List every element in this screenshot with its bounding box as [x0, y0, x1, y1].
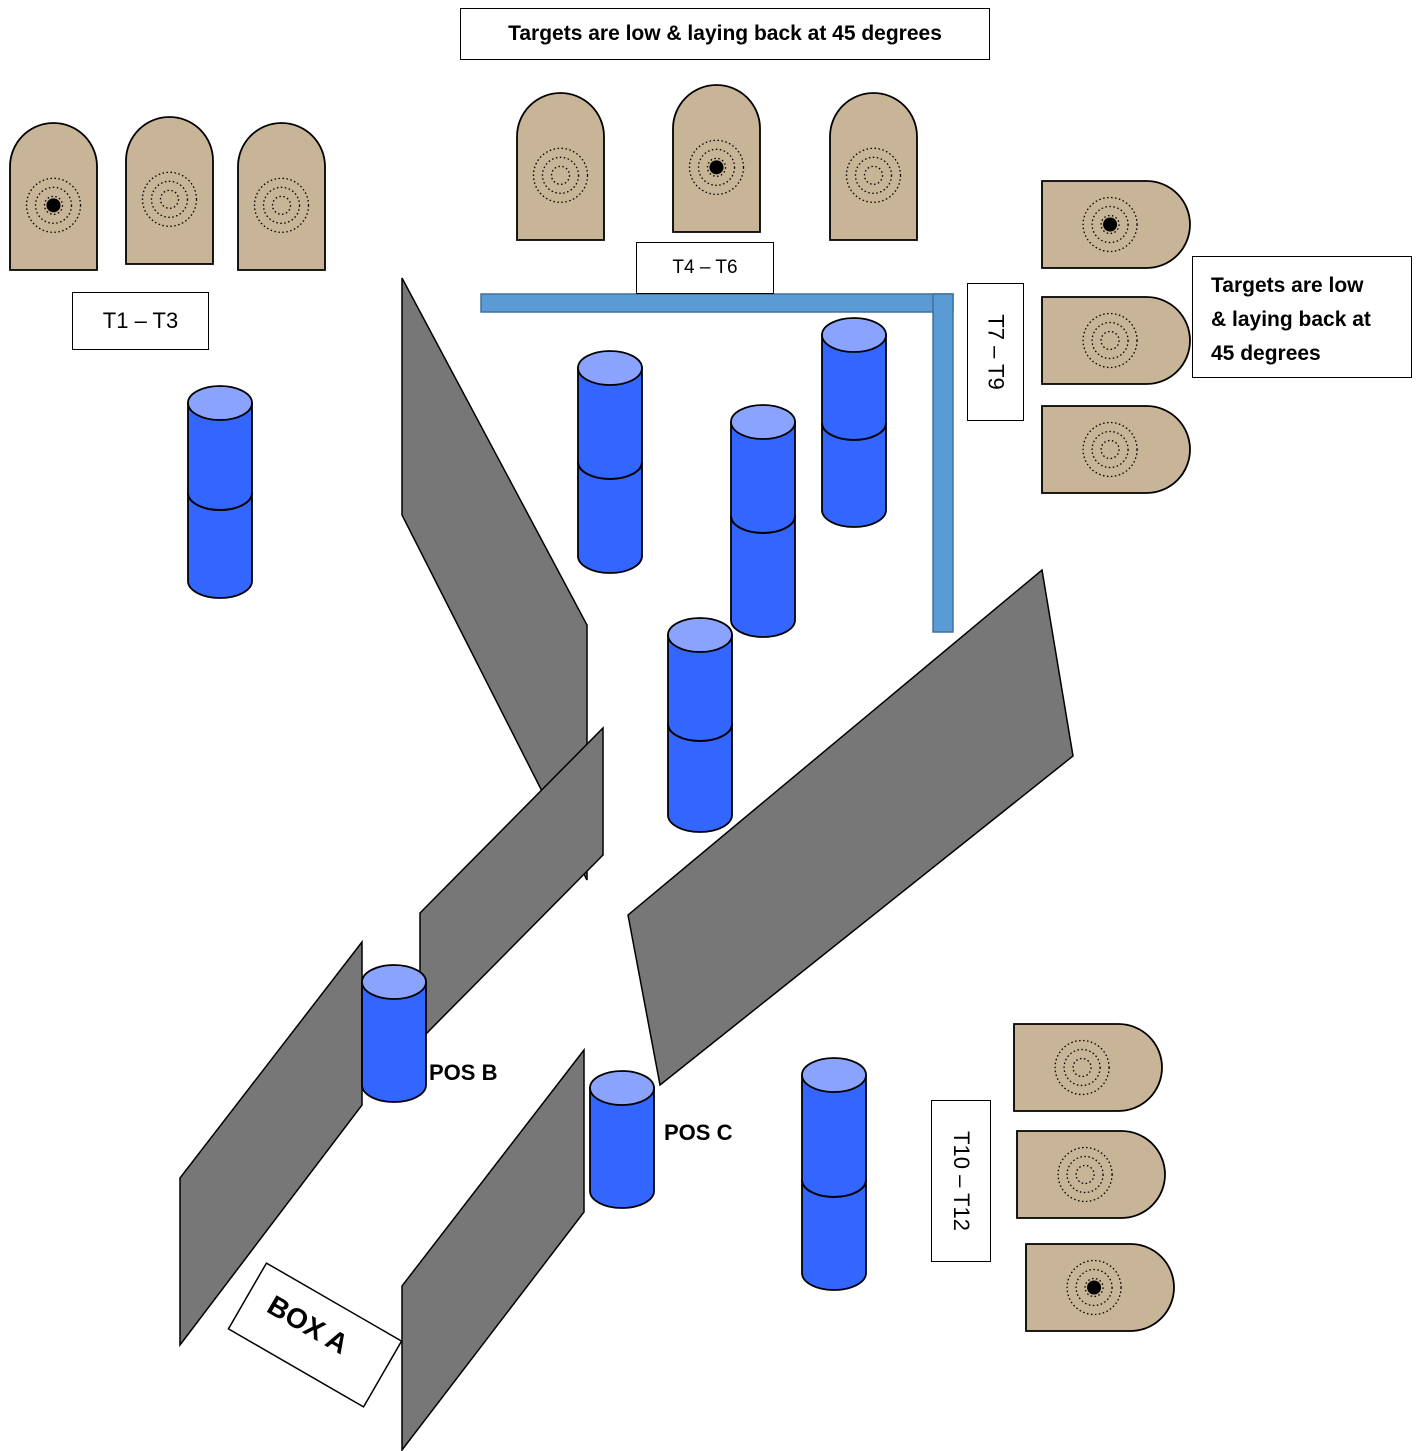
target-group-label-t1-t3: T1 – T3 — [72, 292, 209, 350]
target — [1016, 1130, 1166, 1219]
fault-line — [480, 293, 954, 633]
box-a — [227, 1262, 403, 1408]
pos-c-label: POS C — [664, 1120, 733, 1145]
target — [672, 84, 761, 233]
barrel — [821, 317, 887, 528]
target-group-label-t7-t9: T7 – T9 — [967, 283, 1024, 421]
barrels — [187, 317, 887, 1291]
target-group-label-t10-t12: T10 – T12 — [931, 1100, 991, 1262]
target — [9, 122, 98, 271]
barrel — [667, 617, 733, 833]
target-group-label-t7-t9-text: T7 – T9 — [983, 314, 1009, 390]
target — [125, 116, 214, 265]
note-right-line-2: & laying back at — [1211, 308, 1371, 331]
target-group-label-t4-t6: T4 – T6 — [636, 242, 774, 294]
target — [1041, 180, 1191, 269]
note-right-line-1: Targets are low — [1211, 274, 1364, 297]
note-right: Targets are low & laying back at 45 degr… — [1192, 256, 1412, 378]
target — [1041, 405, 1191, 494]
note-top: Targets are low & laying back at 45 degr… — [460, 8, 990, 60]
target — [516, 92, 605, 241]
target — [1025, 1243, 1175, 1332]
target — [829, 92, 918, 241]
walls — [179, 277, 1074, 1451]
pos-b-label: POS B — [429, 1060, 498, 1085]
barrel — [187, 385, 253, 599]
wall-panel — [401, 277, 588, 881]
target-group-label-t10-t12-text: T10 – T12 — [949, 1131, 975, 1231]
barrel — [589, 1070, 655, 1209]
barrel — [730, 404, 796, 638]
target — [237, 122, 326, 271]
barrel — [801, 1057, 867, 1291]
barrel — [577, 350, 643, 574]
note-right-line-3: 45 degrees — [1211, 342, 1321, 365]
targets — [9, 84, 1191, 1332]
wall-panel — [419, 726, 604, 1042]
barrel — [361, 964, 427, 1103]
target — [1041, 296, 1191, 385]
wall-panel — [401, 1047, 585, 1451]
target — [1013, 1023, 1163, 1112]
wall-panel — [627, 568, 1074, 1087]
